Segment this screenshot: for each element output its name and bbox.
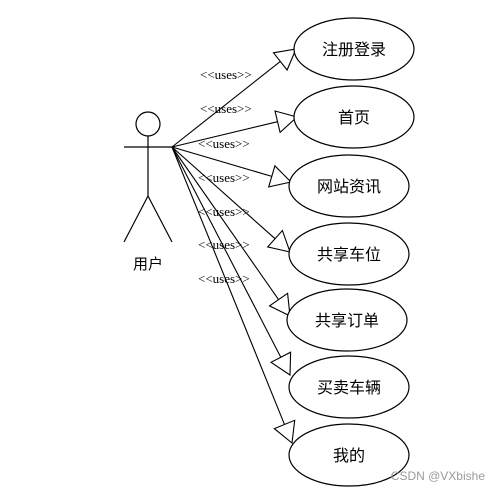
arrowhead [268, 292, 291, 317]
use-case-ellipse [293, 85, 415, 149]
uses-label: <<uses>> [198, 271, 250, 286]
use-case-label: 网站资讯 [317, 177, 381, 196]
use-case-1: 首页 [293, 85, 415, 149]
arrowhead [272, 48, 297, 72]
arrowhead [269, 351, 292, 377]
use-case-ellipse [288, 154, 410, 218]
watermark: CSDN @VXbishe [391, 469, 486, 483]
arrowhead [266, 229, 291, 253]
use-case-label: 买卖车辆 [317, 378, 381, 397]
uses-label: <<uses>> [198, 204, 250, 219]
use-case-2: 网站资讯 [288, 154, 410, 218]
association-line [171, 146, 285, 425]
use-case-label: 注册登录 [322, 40, 386, 59]
use-case-0: 注册登录 [293, 17, 415, 81]
arrowhead [274, 110, 299, 134]
use-case-6: 我的 [288, 423, 410, 487]
use-case-label: 首页 [338, 108, 370, 127]
use-case-label: 共享订单 [315, 311, 379, 330]
association-line [171, 60, 281, 148]
association-line [171, 121, 278, 148]
arrowhead [273, 419, 296, 445]
uses-label: <<uses>> [198, 136, 250, 151]
actor-head [135, 111, 161, 137]
use-case-label: 我的 [333, 446, 365, 465]
use-case-label: 共享车位 [317, 245, 381, 264]
actor-left-leg [123, 195, 149, 243]
use-case-ellipse [293, 17, 415, 81]
uses-label: <<uses>> [198, 237, 250, 252]
arrowhead [267, 164, 293, 188]
association-line [171, 146, 282, 358]
use-case-ellipse [288, 222, 410, 286]
use-case-5: 买卖车辆 [288, 355, 410, 419]
uses-label: <<uses>> [200, 101, 252, 116]
associations [171, 48, 299, 445]
association-line [171, 146, 272, 177]
use-case-ellipse [288, 355, 410, 419]
use-case-ellipse [286, 288, 408, 352]
association-line [171, 146, 276, 240]
association-line [171, 146, 280, 300]
actor-right-leg [147, 195, 173, 243]
use-case-ellipse [288, 423, 410, 487]
use-case-4: 共享订单 [286, 288, 408, 352]
actor [123, 111, 173, 243]
uses-label: <<uses>> [200, 67, 252, 82]
uses-label: <<uses>> [198, 170, 250, 185]
use-case-3: 共享车位 [288, 222, 410, 286]
actor-label: 用户 [133, 255, 163, 273]
